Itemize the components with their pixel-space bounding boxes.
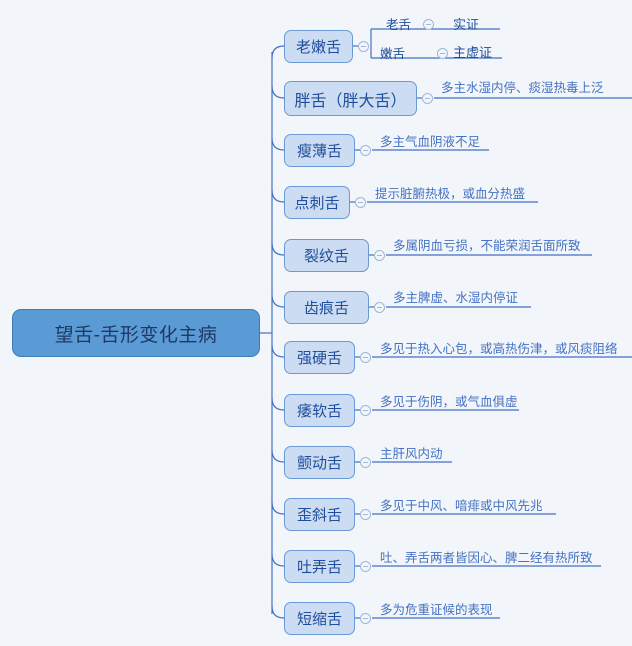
leaf-note-waixieshe[interactable]: 多见于中风、喑痱或中风先兆 — [380, 499, 543, 513]
collapse-toggle-weiruanshe[interactable] — [360, 405, 371, 416]
branch-node-chandongshe[interactable]: 颤动舌 — [284, 446, 355, 479]
branch-node-duansuoshe[interactable]: 短缩舌 — [284, 602, 355, 635]
leaf-note-qiangyingshe[interactable]: 多见于热入心包，或高热伤津，或风痰阻络 — [380, 342, 618, 356]
branch-node-laonengshe[interactable]: 老嫩舌 — [284, 30, 353, 63]
leaf-note-weiruanshe[interactable]: 多见于伤阴，或气血俱虚 — [380, 395, 518, 409]
collapse-toggle-qiangyingshe[interactable] — [360, 352, 371, 363]
collapse-toggle-tunongshe[interactable] — [360, 561, 371, 572]
branch-node-liewenshe[interactable]: 裂纹舌 — [284, 239, 369, 272]
collapse-toggle-nenshe[interactable] — [437, 48, 448, 59]
leaf-note-duansuoshe[interactable]: 多为危重证候的表现 — [380, 603, 493, 617]
sub-value-nenshe[interactable]: 主虚证 — [453, 45, 493, 60]
collapse-toggle-pangshe[interactable] — [422, 93, 433, 104]
leaf-note-chihenshe[interactable]: 多主脾虚、水湿内停证 — [393, 291, 519, 305]
branch-node-waixieshe[interactable]: 歪斜舌 — [284, 498, 355, 531]
sub-value-laoshe[interactable]: 实证 — [453, 17, 480, 32]
collapse-toggle-laoshe[interactable] — [423, 19, 434, 30]
leaf-note-dianciishe[interactable]: 提示脏腑热极，或血分热盛 — [375, 187, 526, 201]
collapse-toggle-laonengshe[interactable] — [358, 41, 369, 52]
leaf-note-tunongshe[interactable]: 吐、弄舌两者皆因心、脾二经有热所致 — [380, 551, 593, 565]
collapse-toggle-chandongshe[interactable] — [360, 457, 371, 468]
sub-label-laoshe[interactable]: 老舌 — [386, 18, 412, 32]
collapse-toggle-chihenshe[interactable] — [374, 302, 385, 313]
branch-node-weiruanshe[interactable]: 痿软舌 — [284, 394, 355, 427]
branch-node-dianciishe[interactable]: 点刺舌 — [284, 186, 350, 219]
collapse-toggle-liewenshe[interactable] — [374, 250, 385, 261]
branch-node-qiangyingshe[interactable]: 强硬舌 — [284, 341, 355, 374]
branch-node-tunongshe[interactable]: 吐弄舌 — [284, 550, 355, 583]
leaf-note-chandongshe[interactable]: 主肝风内动 — [380, 447, 443, 461]
sub-label-nenshe[interactable]: 嫩舌 — [380, 47, 406, 61]
leaf-note-pangshe[interactable]: 多主水湿内停、痰湿热毒上泛 — [441, 81, 604, 95]
branch-node-chihenshe[interactable]: 齿痕舌 — [284, 291, 369, 324]
collapse-toggle-waixieshe[interactable] — [360, 509, 371, 520]
collapse-toggle-duansuoshe[interactable] — [360, 613, 371, 624]
leaf-note-liewenshe[interactable]: 多属阴血亏损，不能荣润舌面所致 — [393, 239, 581, 253]
branch-node-shoubaoshe[interactable]: 瘦薄舌 — [284, 134, 355, 167]
collapse-toggle-dianciishe[interactable] — [355, 197, 366, 208]
leaf-note-shoubaoshe[interactable]: 多主气血阴液不足 — [380, 135, 481, 149]
collapse-toggle-shoubaoshe[interactable] — [360, 145, 371, 156]
root-node[interactable]: 望舌-舌形变化主病 — [12, 309, 260, 357]
branch-node-pangshe[interactable]: 胖舌（胖大舌） — [284, 81, 417, 116]
